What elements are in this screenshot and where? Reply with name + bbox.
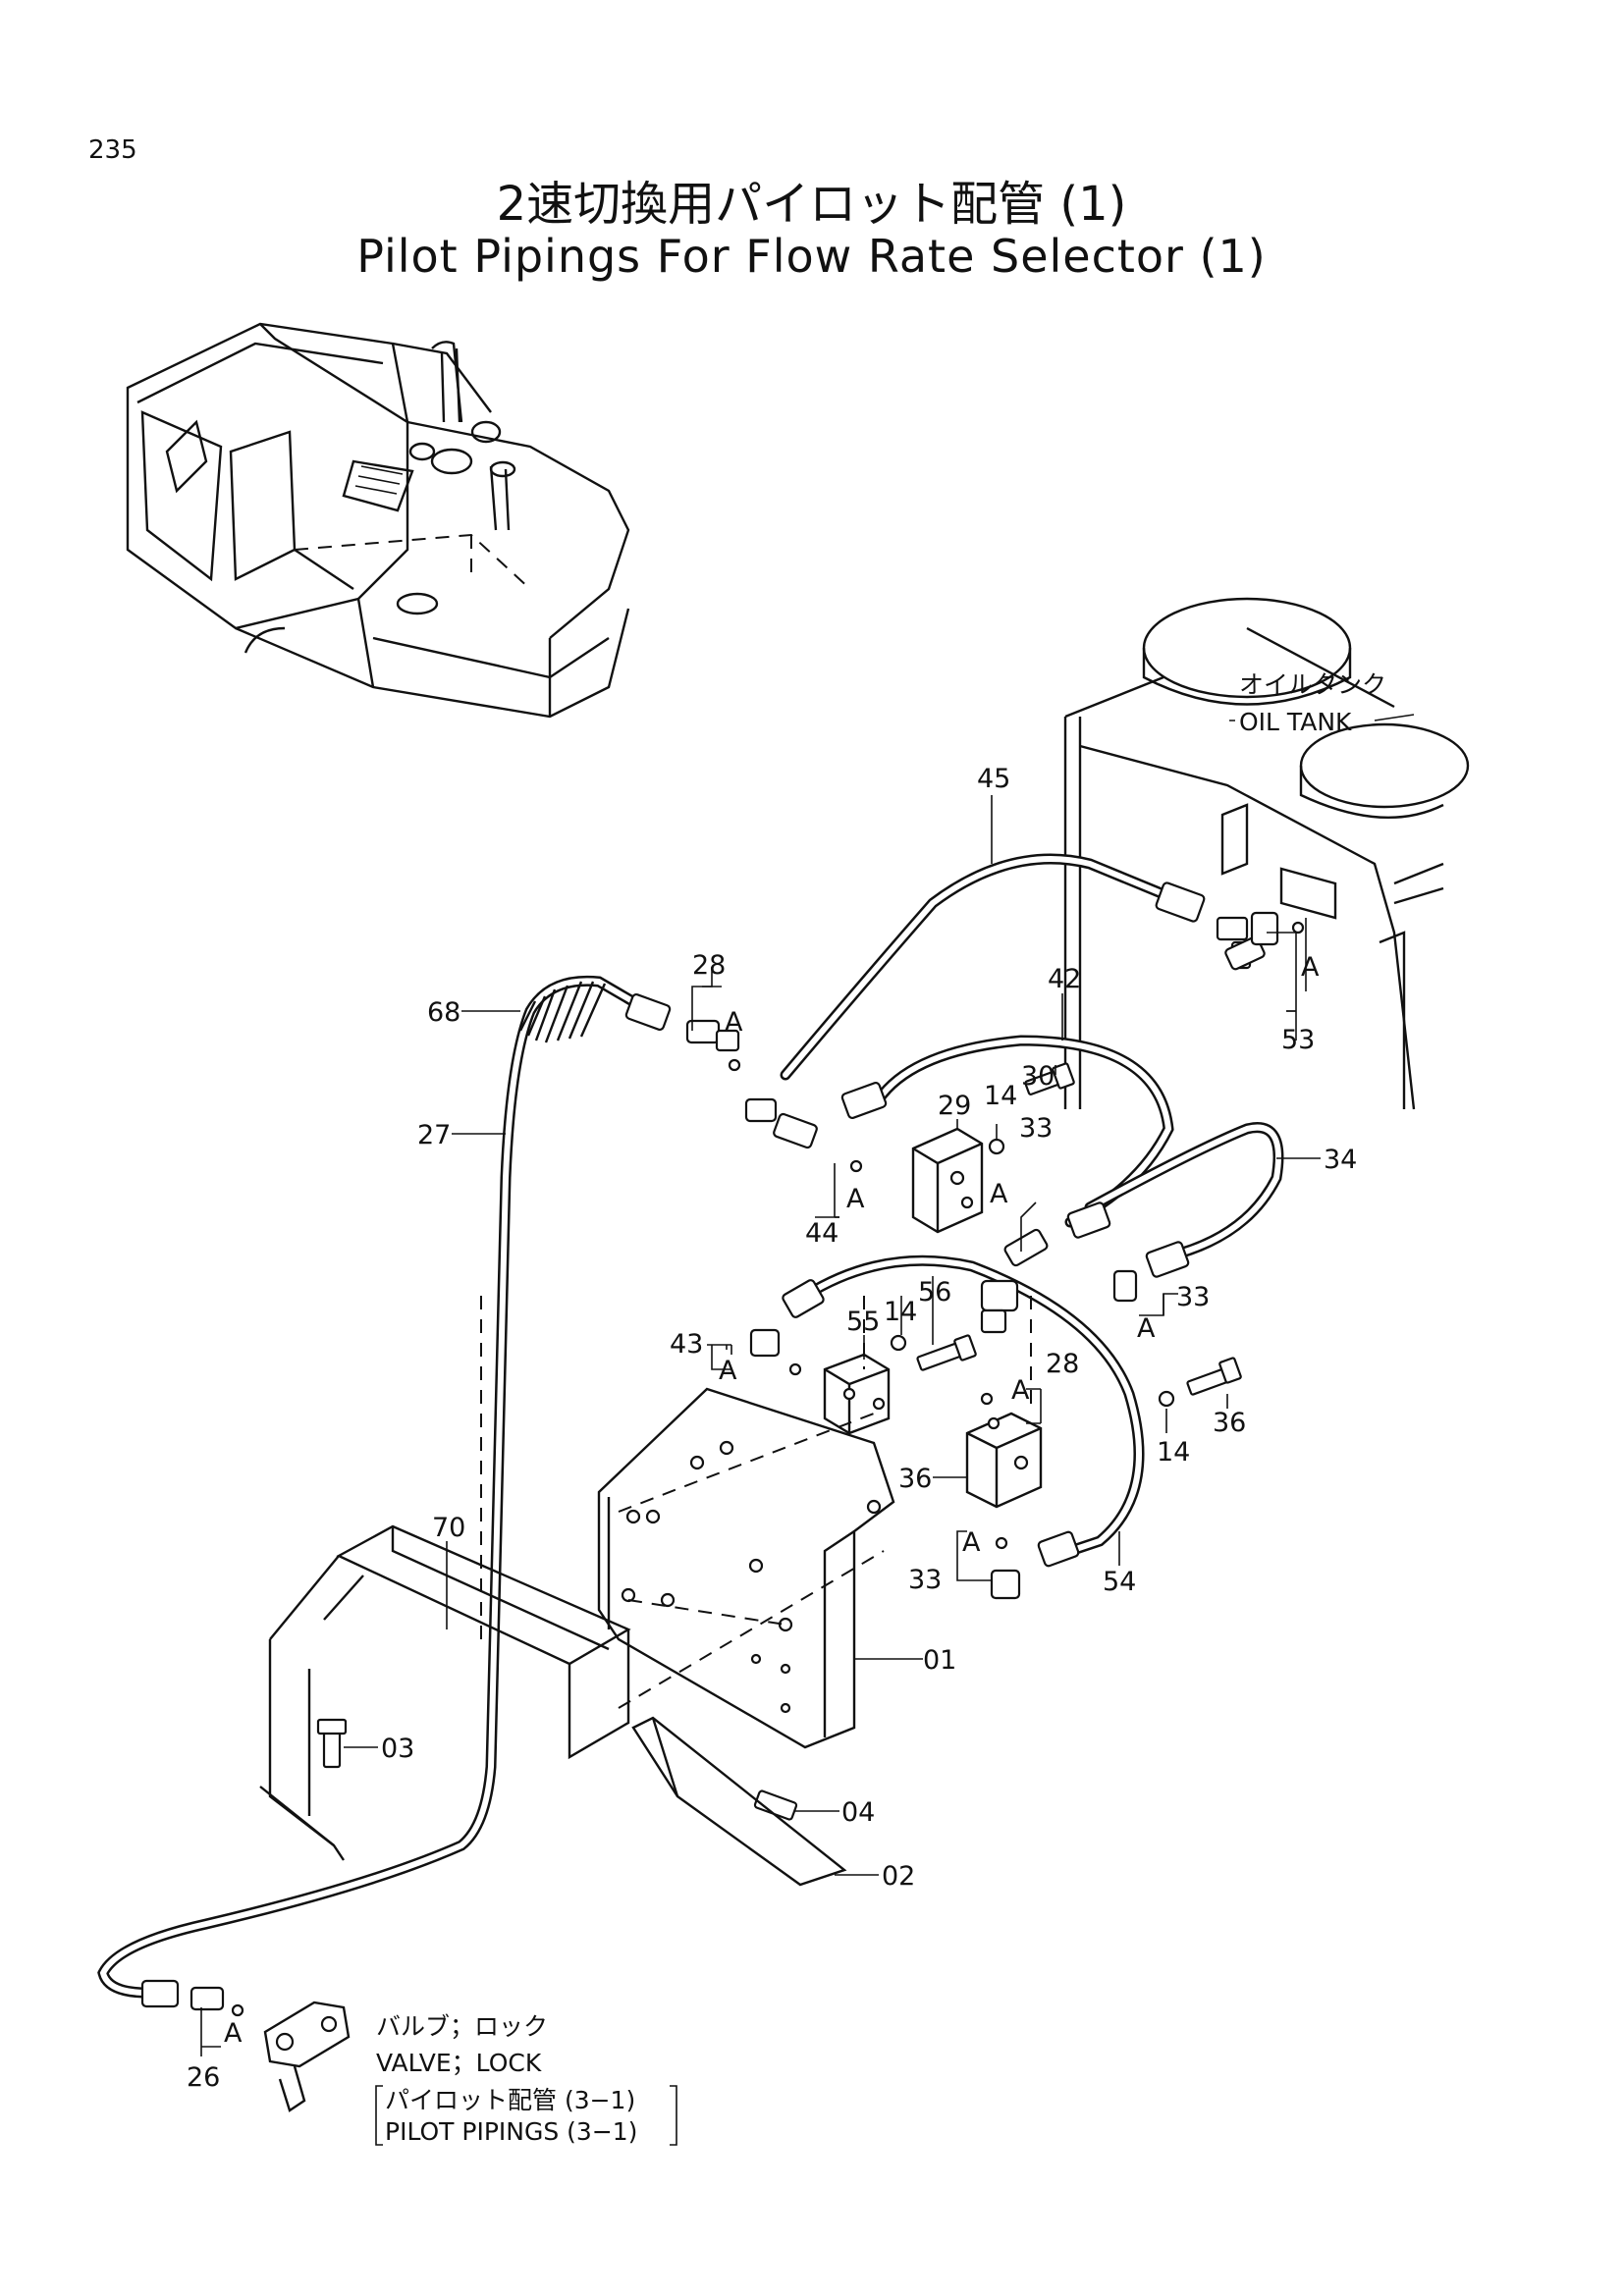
marker-a-28-mid: A [1011, 1375, 1030, 1406]
callout-30: 30 [1021, 1061, 1055, 1092]
elbow-fitting-45 [1224, 911, 1279, 971]
callout-44: 45 [977, 764, 1010, 794]
oil-tank-label-jp: オイルタンク [1239, 670, 1386, 699]
callout-14-mid: 14 [884, 1297, 917, 1327]
marker-a-54: A [719, 1356, 737, 1386]
callout-26: 26 [187, 2062, 220, 2093]
fittings [140, 881, 1305, 2017]
callout-02: 02 [882, 1861, 915, 1892]
callout-68: 68 [427, 997, 460, 1028]
marker-a-tank: A [1301, 952, 1320, 983]
callout-45: 53 [1281, 1025, 1315, 1055]
callout-43: 44 [805, 1218, 839, 1249]
oil-tank-label-en: OIL TANK [1239, 708, 1352, 736]
callout-33-b: 33 [1176, 1282, 1210, 1312]
callout-27: 27 [417, 1120, 451, 1150]
hose-53 [799, 1255, 1145, 1562]
marker-a-33-b: A [1137, 1313, 1156, 1344]
callout-37: 36 [1213, 1408, 1246, 1438]
valve-label-en: VALVE；LOCK [376, 2049, 542, 2077]
callout-14-right: 14 [1157, 1437, 1190, 1468]
part-callouts: 45 42 34 53 A 28 A 68 27 29 14 30 33 A A… [187, 764, 1357, 2093]
pipe-ref-jp: パイロット配管 (3−1) [385, 2086, 635, 2114]
callout-34: 34 [1324, 1145, 1357, 1175]
callout-04: 04 [841, 1797, 875, 1828]
leader-lines [200, 795, 1321, 2056]
page-title-english: Pilot Pipings For Flow Rate Selector (1) [356, 230, 1267, 283]
callout-33-c: 33 [908, 1565, 942, 1595]
valve-blocks-and-bolts [263, 1062, 1242, 2112]
callout-53: 54 [1103, 1567, 1136, 1597]
callout-29: 29 [938, 1091, 971, 1121]
callout-28-top: 28 [692, 950, 726, 981]
callout-33-a: 33 [1019, 1113, 1053, 1144]
valve-label-jp: バルブ；ロック [376, 2012, 548, 2041]
callout-42: 42 [1048, 964, 1081, 994]
marker-a-29: A [990, 1179, 1008, 1209]
callout-03: 03 [381, 1734, 414, 1764]
callout-36: 36 [898, 1464, 932, 1494]
marker-a-43: A [846, 1184, 865, 1214]
callout-28-mid: 28 [1046, 1349, 1079, 1379]
callout-56: 56 [918, 1277, 951, 1308]
oil-tank-illustration: オイルタンク OIL TANK [1063, 597, 1470, 1110]
callout-14-top: 14 [984, 1081, 1017, 1111]
hose-68-27 [97, 975, 664, 1999]
excavator-overview-illustration [126, 322, 630, 719]
marker-a-28-top: A [725, 1007, 743, 1038]
marker-a-33-c: A [962, 1527, 981, 1558]
callout-01: 01 [923, 1645, 956, 1676]
pipe-ref-en: PILOT PIPINGS (3−1) [385, 2117, 637, 2146]
callout-55: 55 [846, 1307, 880, 1337]
callout-70: 70 [432, 1513, 465, 1543]
page-title-japanese: 2速切換用パイロット配管 (1) [496, 177, 1127, 232]
callout-54: 43 [670, 1329, 703, 1360]
hoses [97, 853, 1284, 1999]
page-number: 235 [88, 135, 137, 165]
brackets-and-plates [259, 1296, 1032, 1887]
marker-a-26: A [224, 2018, 243, 2049]
lock-valve-notes: バルブ；ロック VALVE；LOCK パイロット配管 (3−1) PILOT P… [375, 2012, 677, 2146]
